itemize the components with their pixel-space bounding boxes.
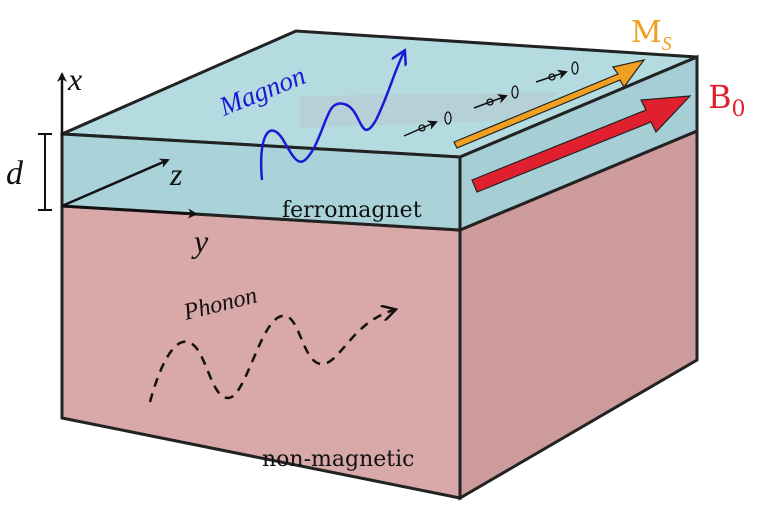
spin-precession-3 — [571, 61, 579, 75]
top-face-shading — [300, 92, 560, 128]
field-subscript: 0 — [732, 97, 746, 122]
spin-arrow-3 — [535, 69, 568, 83]
field-arrow — [471, 95, 692, 193]
magnetization-subscript: S — [662, 33, 672, 55]
thickness-label: d — [6, 155, 24, 192]
ferromagnet-label: ferromagnet — [282, 198, 422, 223]
axis-x-label: x — [67, 61, 82, 97]
field-main: B — [708, 78, 732, 116]
spin-chain — [403, 61, 579, 137]
spin-base-3 — [548, 73, 556, 81]
spin-arrow-2 — [473, 94, 508, 109]
non-magnetic-label: non-magnetic — [262, 447, 414, 472]
magnetization-label: MS — [631, 15, 672, 55]
field-label: B0 — [708, 78, 746, 122]
spin-base-1 — [418, 124, 426, 132]
phonon-wave — [148, 310, 394, 403]
z-axis-arrow — [61, 158, 170, 208]
spin-precession-2 — [511, 85, 519, 99]
spin-base-2 — [486, 98, 494, 106]
magnon-wave — [259, 52, 404, 181]
axis-y-label: y — [191, 223, 209, 259]
y-axis-arrow — [61, 204, 198, 219]
magnetization-arrow — [453, 59, 646, 149]
spin-arrow-1 — [403, 120, 438, 137]
axis-z-label: z — [169, 156, 183, 192]
spin-precession-1 — [444, 111, 452, 125]
magnetization-main: M — [631, 15, 662, 50]
